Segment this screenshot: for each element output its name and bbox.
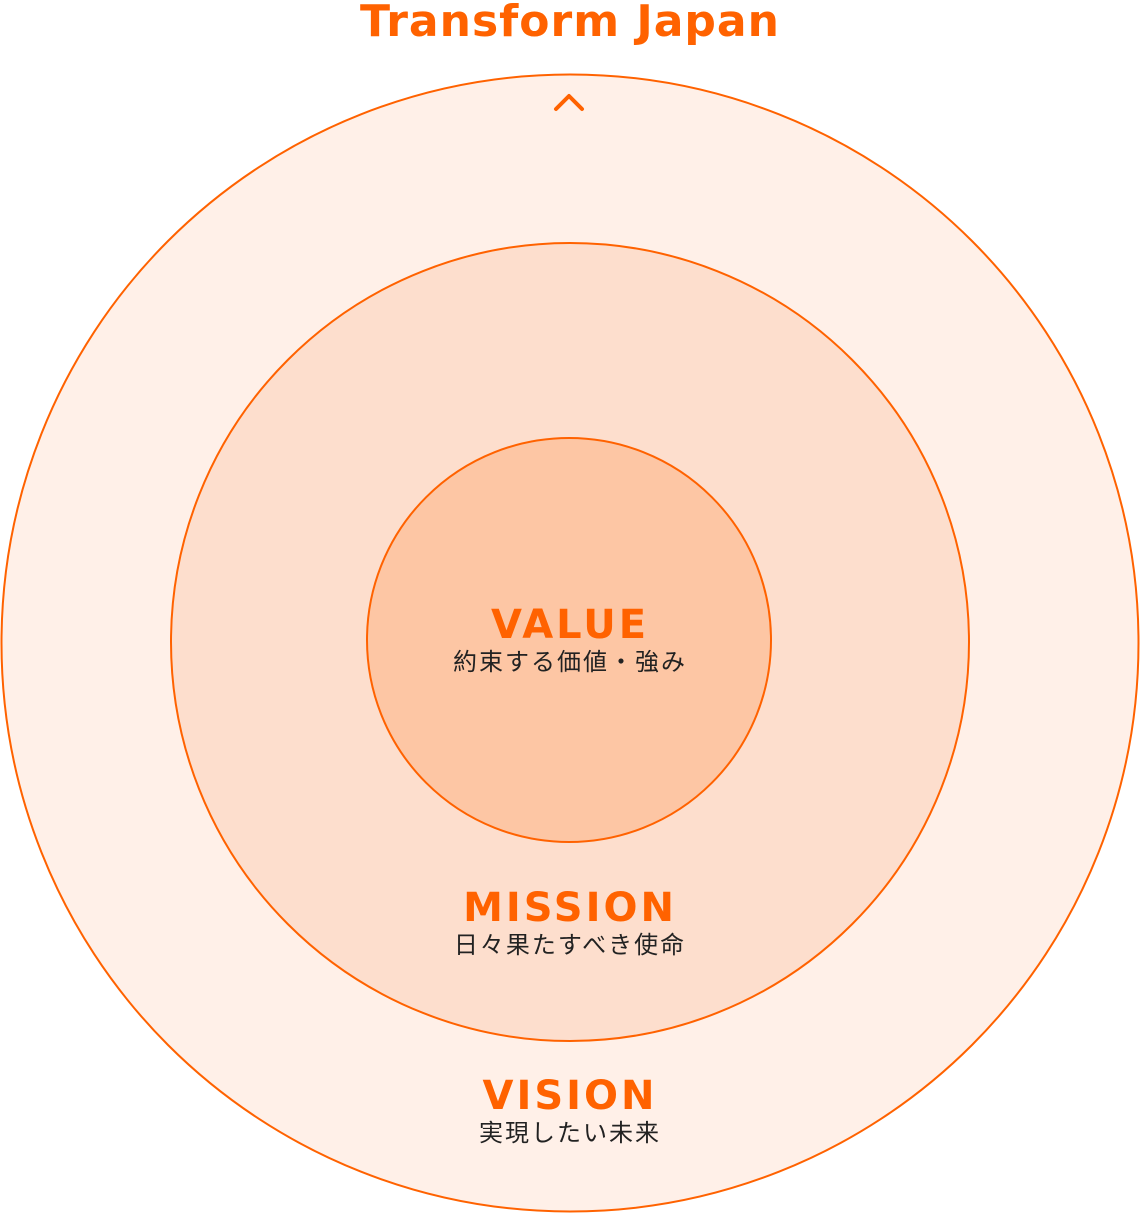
- mission-block: MISSION 日々果たすべき使命: [0, 886, 1140, 960]
- value-label: VALUE: [490, 602, 650, 648]
- mission-description: 日々果たすべき使命: [453, 931, 687, 959]
- arrow-head-icon: [554, 94, 584, 111]
- value-block: VALUE 約束する価値・強み: [0, 603, 1140, 677]
- value-description: 約束する価値・強み: [453, 648, 687, 676]
- vision-description: 実現したい未来: [479, 1119, 661, 1147]
- value-circle: [366, 437, 772, 843]
- vision-label: VISION: [482, 1073, 658, 1119]
- mission-label: MISSION: [463, 885, 677, 931]
- diagram-title: Transform Japan: [360, 0, 780, 47]
- vision-block: VISION 実現したい未来: [0, 1074, 1140, 1148]
